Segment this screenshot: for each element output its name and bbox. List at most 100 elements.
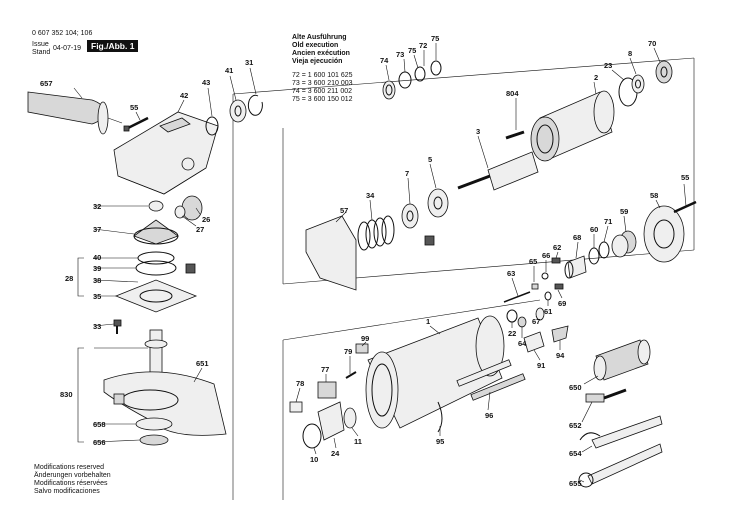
callout-label: 74 — [380, 56, 389, 65]
callout-label: 32 — [93, 202, 101, 211]
label-strip-part — [470, 373, 526, 401]
sleeve-part — [317, 401, 345, 441]
callout-label: 650 — [569, 383, 582, 392]
callout-label: 23 — [604, 61, 612, 70]
callout-label: 57 — [340, 206, 348, 215]
silencer-part — [593, 339, 651, 381]
callout-label: 37 — [93, 225, 101, 234]
callout-label: 28 — [65, 274, 73, 283]
footer-note: Salvo modificaciones — [34, 488, 100, 495]
key-part — [505, 130, 525, 140]
spring-part — [554, 283, 564, 290]
label-strip-part — [456, 359, 512, 387]
callout-label: 64 — [518, 339, 527, 348]
rotor-part — [457, 151, 539, 191]
issue-date: 04-07-19 — [53, 45, 82, 52]
callout-label: 35 — [93, 292, 101, 301]
bracket-line — [77, 347, 84, 443]
callout-label: 99 — [361, 334, 369, 343]
old-part-number: 72 = 1 600 101 625 — [292, 72, 353, 79]
screw-part — [673, 200, 697, 214]
callout-label: 651 — [196, 359, 209, 368]
air-guide-part — [305, 215, 357, 291]
sleeve-part — [564, 255, 587, 279]
callout-label: 40 — [93, 253, 101, 262]
hose-nipple-part — [585, 388, 627, 403]
end-cover-part — [643, 205, 685, 263]
callout-label: 58 — [650, 191, 658, 200]
callout-label: 91 — [537, 361, 545, 370]
o-ring-part — [506, 309, 518, 323]
stand-label: Stand — [32, 49, 51, 56]
ball-part — [541, 272, 549, 280]
callout-label: 38 — [93, 276, 101, 285]
callout-label: 31 — [245, 58, 253, 67]
motor-housing-part — [365, 315, 505, 429]
callout-label: 67 — [532, 317, 540, 326]
open-end-wrench-part — [579, 415, 663, 449]
callout-label: 655 — [569, 479, 582, 488]
execution-note-line: Ancien exécution — [292, 50, 350, 57]
bearing-part — [631, 74, 645, 94]
callout-label: 94 — [556, 351, 565, 360]
callout-label: 79 — [344, 347, 352, 356]
callout-label: 7 — [405, 169, 409, 178]
callout-label: 804 — [506, 89, 519, 98]
nut-part — [655, 60, 673, 84]
callout-label: 75 — [431, 34, 439, 43]
footer-note: Modifications reserved — [34, 464, 105, 471]
callout-label: 55 — [681, 173, 689, 182]
callout-label: 656 — [93, 438, 106, 447]
callout-label: 42 — [180, 91, 188, 100]
callout-label: 27 — [196, 225, 204, 234]
callout-label: 24 — [331, 449, 340, 458]
seal-part — [343, 407, 357, 429]
flange-part — [135, 417, 173, 431]
execution-note-line: Old execution — [292, 42, 339, 49]
switch-part — [355, 343, 369, 354]
spring-part — [551, 257, 561, 264]
old-part-number: 74 = 3 600 211 002 — [292, 88, 353, 95]
callout-label: 60 — [590, 225, 598, 234]
pin-part — [503, 291, 531, 303]
callout-label: 73 — [396, 50, 404, 59]
exhaust-cap-part — [523, 331, 545, 353]
callout-label: 68 — [573, 233, 581, 242]
ring-part — [544, 291, 552, 301]
callout-label: 63 — [507, 269, 515, 278]
clip-part — [551, 325, 569, 343]
clip-part — [437, 401, 443, 433]
callout-label: 69 — [558, 299, 566, 308]
callout-label: 3 — [476, 127, 480, 136]
o-ring-part — [302, 423, 322, 449]
valve-part — [611, 230, 637, 258]
callout-label: 10 — [310, 455, 318, 464]
callout-label: 59 — [620, 207, 628, 216]
pin-part — [531, 283, 539, 290]
callout-label: 70 — [648, 39, 656, 48]
spindle-part — [144, 329, 168, 381]
assembly-divider-line — [282, 299, 541, 341]
leader-lines — [73, 43, 687, 483]
callout-label: 75 — [408, 46, 416, 55]
old-execution-rings — [382, 60, 442, 100]
switch-part — [317, 381, 337, 399]
callout-label: 39 — [93, 264, 101, 273]
callout-label: 11 — [354, 437, 362, 446]
callout-label: 71 — [604, 217, 612, 226]
callout-label: 5 — [428, 155, 432, 164]
callout-label: 66 — [542, 251, 550, 260]
pinion-part — [174, 195, 203, 221]
screw-part — [123, 116, 149, 132]
valve-pin-part — [535, 307, 545, 321]
bracket-line — [77, 257, 84, 297]
bearing-part — [427, 188, 449, 218]
plate-part — [289, 401, 303, 413]
callout-labels: 657 55 42 43 41 31 74 73 75 72 75 2 23 8… — [40, 34, 689, 488]
old-part-number: 73 = 3 600 210 003 — [292, 80, 353, 87]
callout-label: 77 — [321, 365, 329, 374]
pin-part — [345, 371, 357, 379]
callout-label: 72 — [419, 41, 427, 50]
